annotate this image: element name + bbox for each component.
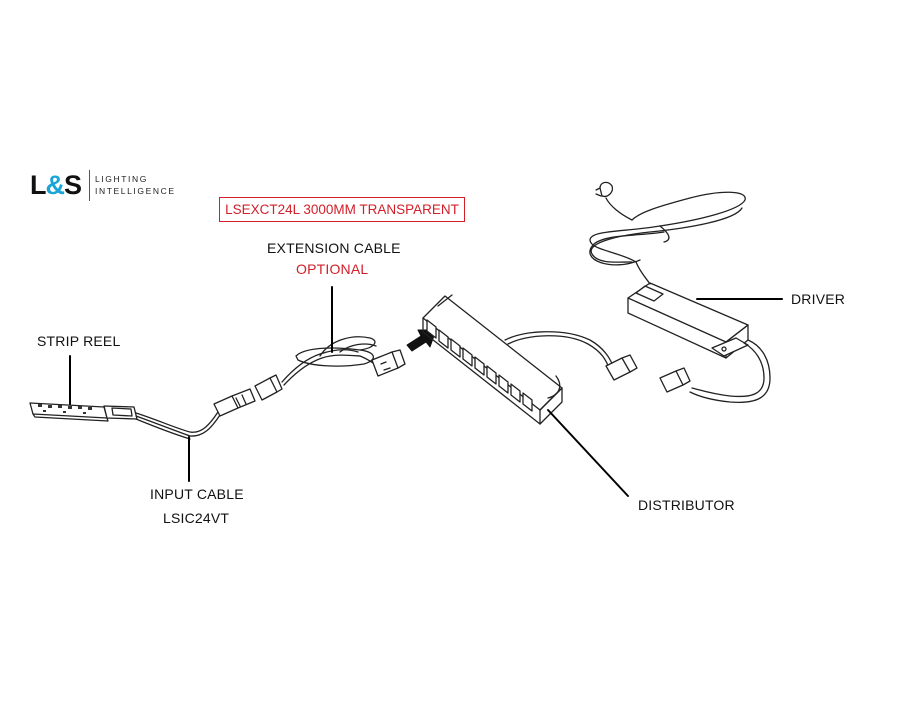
connection-arrow [406, 329, 437, 352]
input-cable-code-label: LSIC24VT [163, 510, 230, 526]
extension-cable-label: EXTENSION CABLE [267, 240, 401, 256]
strip-reel-label: STRIP REEL [37, 333, 121, 349]
driver-label: DRIVER [791, 291, 846, 307]
brand-logo: L&S [30, 170, 82, 201]
optional-label: OPTIONAL [296, 261, 369, 277]
input-cable-illustration [135, 388, 256, 440]
logo-divider [89, 170, 90, 201]
logo-letter-l: L [30, 170, 46, 200]
distributor-illustration [422, 294, 638, 425]
input-cable-label: INPUT CABLE [150, 486, 244, 502]
strip-reel-illustration [29, 402, 138, 422]
driver-illustration [589, 181, 771, 404]
extension-cable-illustration [254, 336, 406, 401]
product-code-box: LSEXCT24L 3000MM TRANSPARENT [219, 197, 465, 222]
logo-ampersand: & [45, 170, 65, 200]
logo-tagline-line1: LIGHTING [95, 174, 148, 184]
logo-letter-s: S [64, 170, 82, 200]
leader-distributor [547, 409, 629, 497]
logo-tagline-line2: INTELLIGENCE [95, 186, 176, 196]
product-code: LSEXCT24L 3000MM TRANSPARENT [225, 202, 459, 217]
distributor-label: DISTRIBUTOR [638, 497, 735, 513]
logo-tagline: LIGHTING INTELLIGENCE [95, 173, 176, 197]
